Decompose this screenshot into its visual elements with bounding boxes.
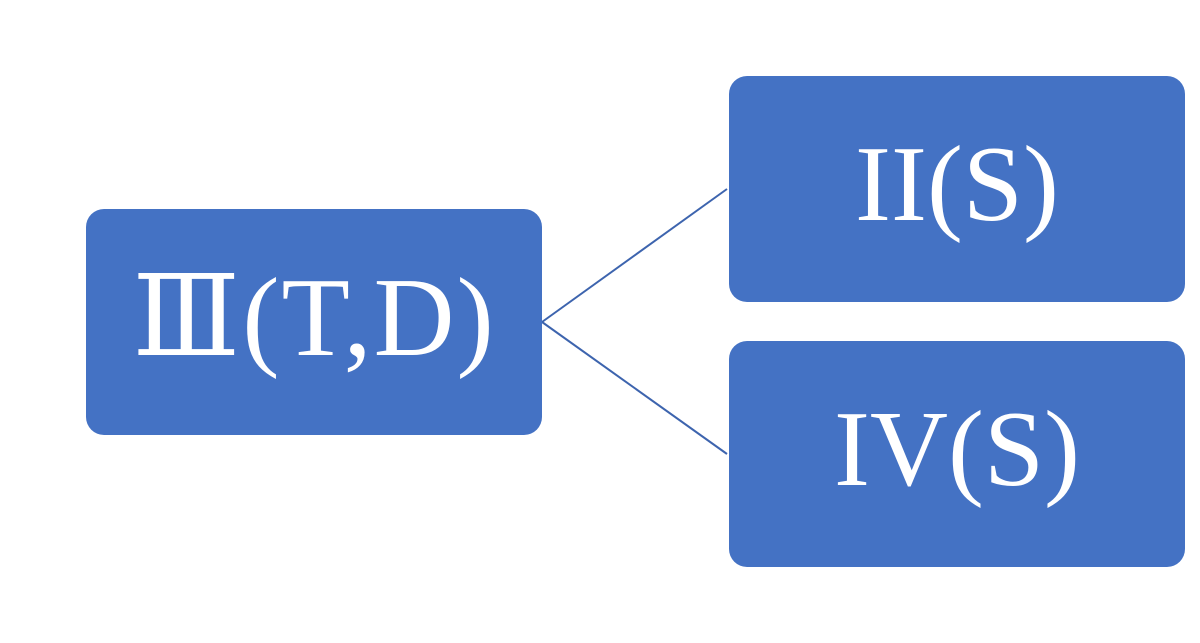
connector-root-to-bottom [541,321,728,455]
child-node-top: II(S) [729,76,1185,302]
child-node-bottom-label: IV(S) [834,390,1080,509]
child-node-top-label: II(S) [855,125,1059,244]
child-node-bottom: IV(S) [729,341,1185,567]
root-node: Ⅲ(T,D) [86,209,542,435]
root-node-label: Ⅲ(T,D) [132,256,496,380]
connector-root-to-top [541,188,728,323]
